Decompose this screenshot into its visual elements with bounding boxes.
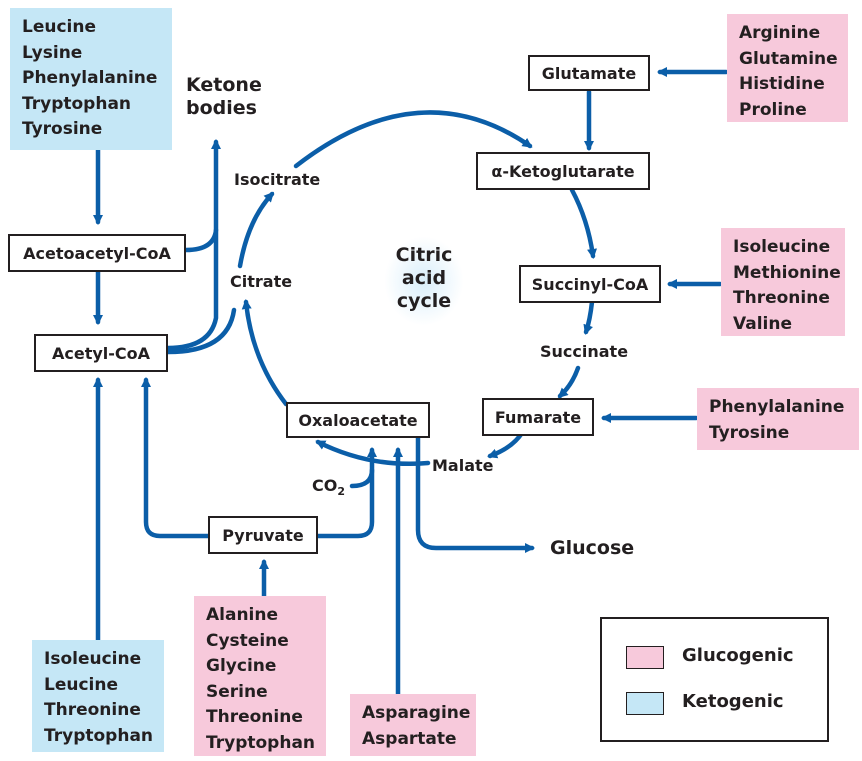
amino-acid-label: Arginine bbox=[739, 23, 821, 43]
center-glow bbox=[384, 236, 464, 326]
cycle-label-line: cycle bbox=[396, 290, 452, 312]
ketogenic-top-box: Leucine Lysine Phenylalanine Tryptophan … bbox=[10, 8, 172, 150]
amino-acid-label: Leucine bbox=[22, 17, 97, 37]
amino-acid-label: Threonine bbox=[44, 700, 141, 720]
amino-acid-label: Glycine bbox=[206, 656, 277, 676]
ketogenic-bottom-box: Isoleucine Leucine Threonine Tryptophan bbox=[32, 640, 164, 752]
arrow-acetoacetyl-to-ketone bbox=[183, 139, 221, 253]
co2-text: CO bbox=[312, 476, 338, 495]
node-oxaloacetate: Oxaloacetate bbox=[286, 402, 430, 438]
amino-acid-label: Methionine bbox=[733, 262, 841, 283]
amino-acid-label: Phenylalanine bbox=[709, 397, 845, 417]
glucose-label: Glucose bbox=[550, 537, 635, 559]
amino-acid-label: Tyrosine bbox=[22, 119, 103, 139]
amino-acid-label: Alanine bbox=[206, 605, 279, 625]
legend-label-ketogenic: Ketogenic bbox=[682, 691, 784, 712]
node-glutamate: Glutamate bbox=[528, 55, 650, 91]
amino-acid-label: Leucine bbox=[44, 674, 119, 695]
cycle-label-line: Citric bbox=[395, 244, 453, 266]
arrow-acetyl-to-ketone bbox=[165, 227, 219, 351]
arrow-co2-merge bbox=[349, 467, 375, 489]
glucogenic-glutamate-box: Arginine Glutamine Histidine Proline bbox=[727, 14, 848, 122]
legend: Glucogenic Ketogenic bbox=[600, 617, 829, 742]
amino-acid-label: Tyrosine bbox=[709, 422, 790, 443]
glucogenic-oxaloacetate-box: Asparagine Aspartate bbox=[350, 694, 476, 756]
arrow-fumarate-to-malate bbox=[487, 430, 525, 459]
malate-label: Malate bbox=[432, 456, 494, 475]
node-succinyl-coa: Succinyl-CoA bbox=[519, 265, 661, 303]
ketone-bodies-label: Ketone bodies bbox=[186, 74, 262, 120]
amino-acid-label: Threonine bbox=[733, 288, 830, 308]
arrow-ketoglutarate-to-succinyl bbox=[569, 187, 597, 259]
node-fumarate: Fumarate bbox=[482, 398, 594, 436]
legend-swatch-ketogenic bbox=[626, 692, 664, 715]
node-pyruvate: Pyruvate bbox=[208, 516, 318, 554]
glucogenic-pyruvate-box: Alanine Cysteine Glycine Serine Threonin… bbox=[194, 596, 326, 756]
node-ketoglutarate: α-Ketoglutarate bbox=[476, 152, 650, 190]
arrow-isocitrate-to-ketoglutarate bbox=[293, 110, 533, 169]
cycle-label-line: acid bbox=[401, 267, 447, 289]
amino-acid-label: Valine bbox=[733, 313, 792, 334]
amino-acid-label: Cysteine bbox=[206, 630, 289, 651]
co2-subscript: 2 bbox=[337, 485, 345, 499]
legend-label-glucogenic: Glucogenic bbox=[682, 645, 794, 666]
amino-acid-label: Proline bbox=[739, 99, 807, 120]
amino-acid-label: Histidine bbox=[739, 74, 825, 94]
co2-label: CO2 bbox=[312, 476, 345, 498]
amino-acid-label: Aspartate bbox=[362, 728, 457, 749]
arrow-citrate-to-isocitrate bbox=[237, 191, 275, 269]
arrow-oxaloacetate-to-glucose bbox=[415, 433, 535, 553]
arrow-succinyl-to-succinate bbox=[583, 299, 595, 335]
isocitrate-label: Isocitrate bbox=[234, 170, 321, 189]
ketone-bodies-line: Ketone bbox=[186, 74, 262, 96]
succinate-label: Succinate bbox=[540, 342, 629, 361]
arrow-pyruvate-to-acetyl bbox=[141, 377, 211, 539]
glucogenic-fumarate-box: Phenylalanine Tyrosine bbox=[697, 388, 859, 450]
amino-acid-label: Tryptophan bbox=[44, 725, 154, 746]
amino-acid-label: Phenylalanine bbox=[22, 68, 158, 88]
amino-acid-label: Isoleucine bbox=[733, 237, 831, 257]
amino-acid-label: Asparagine bbox=[362, 703, 471, 723]
arrow-acetyl-to-citrate bbox=[165, 307, 237, 355]
amino-acid-label: Isoleucine bbox=[44, 649, 142, 669]
amino-acid-label: Tryptophan bbox=[22, 93, 132, 114]
citric-acid-cycle-label: Citric acid cycle bbox=[384, 244, 464, 313]
amino-acid-label: Lysine bbox=[22, 42, 83, 63]
citrate-label: Citrate bbox=[230, 272, 293, 291]
legend-swatch-glucogenic bbox=[626, 646, 664, 669]
amino-acid-label: Serine bbox=[206, 681, 268, 702]
arrow-pyruvate-to-oxaloacetate bbox=[315, 447, 377, 539]
amino-acid-label: Glutamine bbox=[739, 48, 838, 69]
amino-acid-label: Threonine bbox=[206, 707, 303, 727]
node-acetoacetyl-coa: Acetoacetyl-CoA bbox=[8, 234, 186, 272]
node-acetyl-coa: Acetyl-CoA bbox=[34, 334, 168, 372]
glucogenic-succinyl-box: Isoleucine Methionine Threonine Valine bbox=[721, 228, 845, 336]
amino-acid-label: Tryptophan bbox=[206, 732, 316, 753]
arrow-oxaloacetate-to-citrate bbox=[241, 299, 289, 407]
ketone-bodies-line: bodies bbox=[186, 97, 257, 119]
arrow-succinate-to-fumarate bbox=[557, 365, 581, 399]
